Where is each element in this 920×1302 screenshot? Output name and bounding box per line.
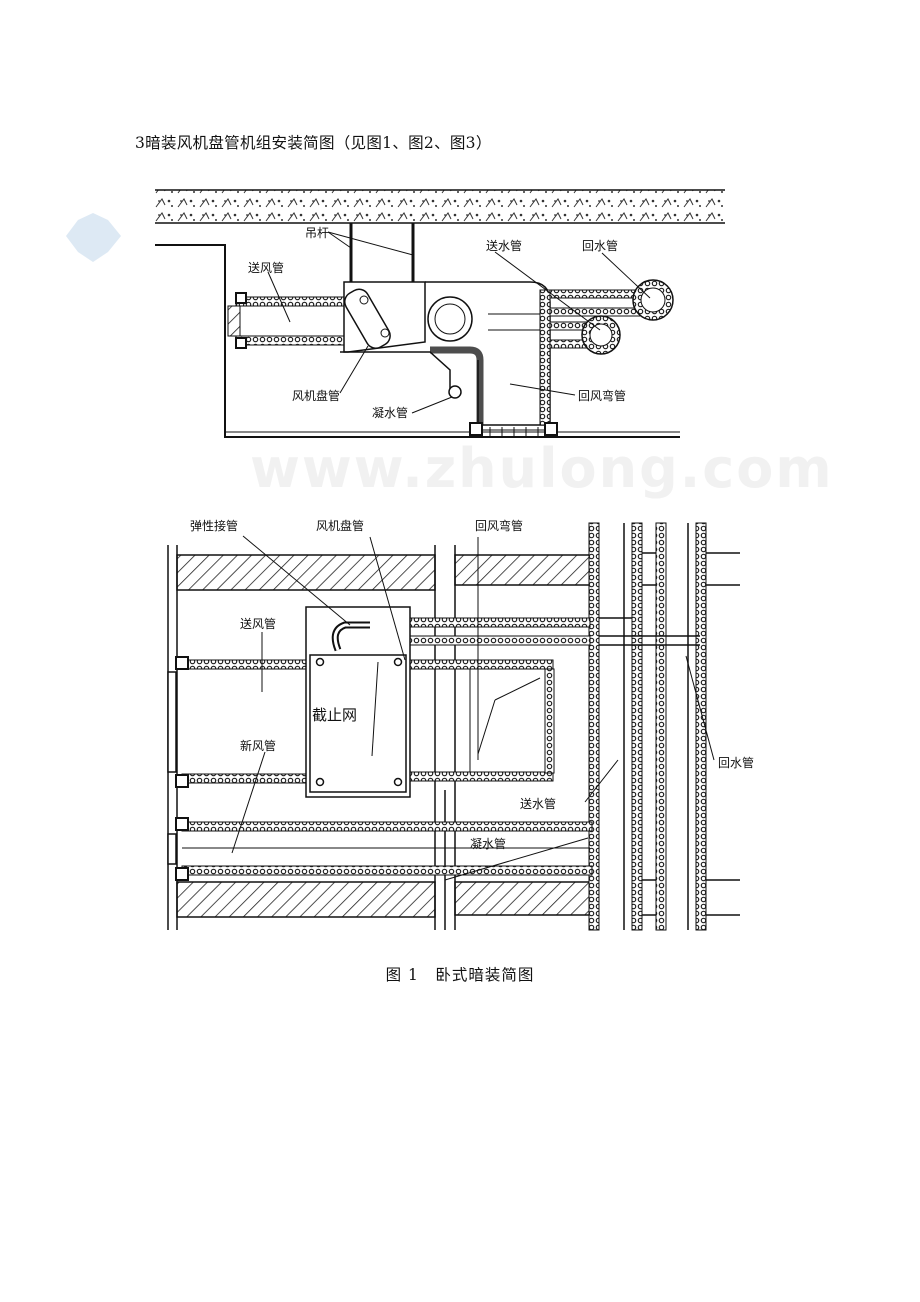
section-heading: 3暗装风机盘管机组安装简图（见图1、图2、图3）: [135, 134, 492, 152]
figure-top: 吊杆 送风管 风机盘管 凝水管 送水管 回水管 回风弯管: [155, 189, 725, 438]
label-supply-water-pipe: 送水管: [520, 796, 556, 811]
figure-bottom: 弹性接管 风机盘管 回风弯管 送风管 截止网 新风管 回水管 送水管 凝水管: [167, 518, 754, 931]
label-condensate-pipe: 凝水管: [372, 405, 408, 420]
label-condensate-pipe: 凝水管: [470, 836, 506, 851]
label-fan-coil: 风机盘管: [316, 518, 364, 533]
label-supply-air-duct: 送风管: [248, 260, 284, 275]
beam-bottom-right: [454, 881, 594, 916]
label-supply-air-duct: 送风管: [240, 616, 276, 631]
label-return-air-plenum: 回风弯管: [475, 518, 523, 533]
label-fan-coil: 风机盘管: [292, 388, 340, 403]
label-filter: 截止网: [312, 706, 357, 724]
label-return-water-pipe: 回水管: [718, 755, 754, 770]
label-return-air-plenum: 回风弯管: [578, 388, 626, 403]
watermark-logo: [66, 213, 121, 262]
label-fresh-air-duct: 新风管: [240, 738, 276, 753]
label-return-water-pipe: 回水管: [582, 238, 618, 253]
ceiling-slab: [155, 190, 725, 223]
label-supply-water-pipe: 送水管: [486, 238, 522, 253]
watermark-text: www.zhulong.com: [250, 437, 834, 500]
beam-top-left: [176, 554, 436, 591]
figure-caption: 图 1 卧式暗装简图: [385, 966, 535, 984]
beam-bottom-left: [176, 881, 436, 918]
beam-top-right: [454, 554, 594, 586]
label-flexible-connector: 弹性接管: [190, 518, 238, 533]
condensate-pipe-end: [448, 385, 462, 399]
label-hanger-rod: 吊杆: [305, 226, 329, 240]
